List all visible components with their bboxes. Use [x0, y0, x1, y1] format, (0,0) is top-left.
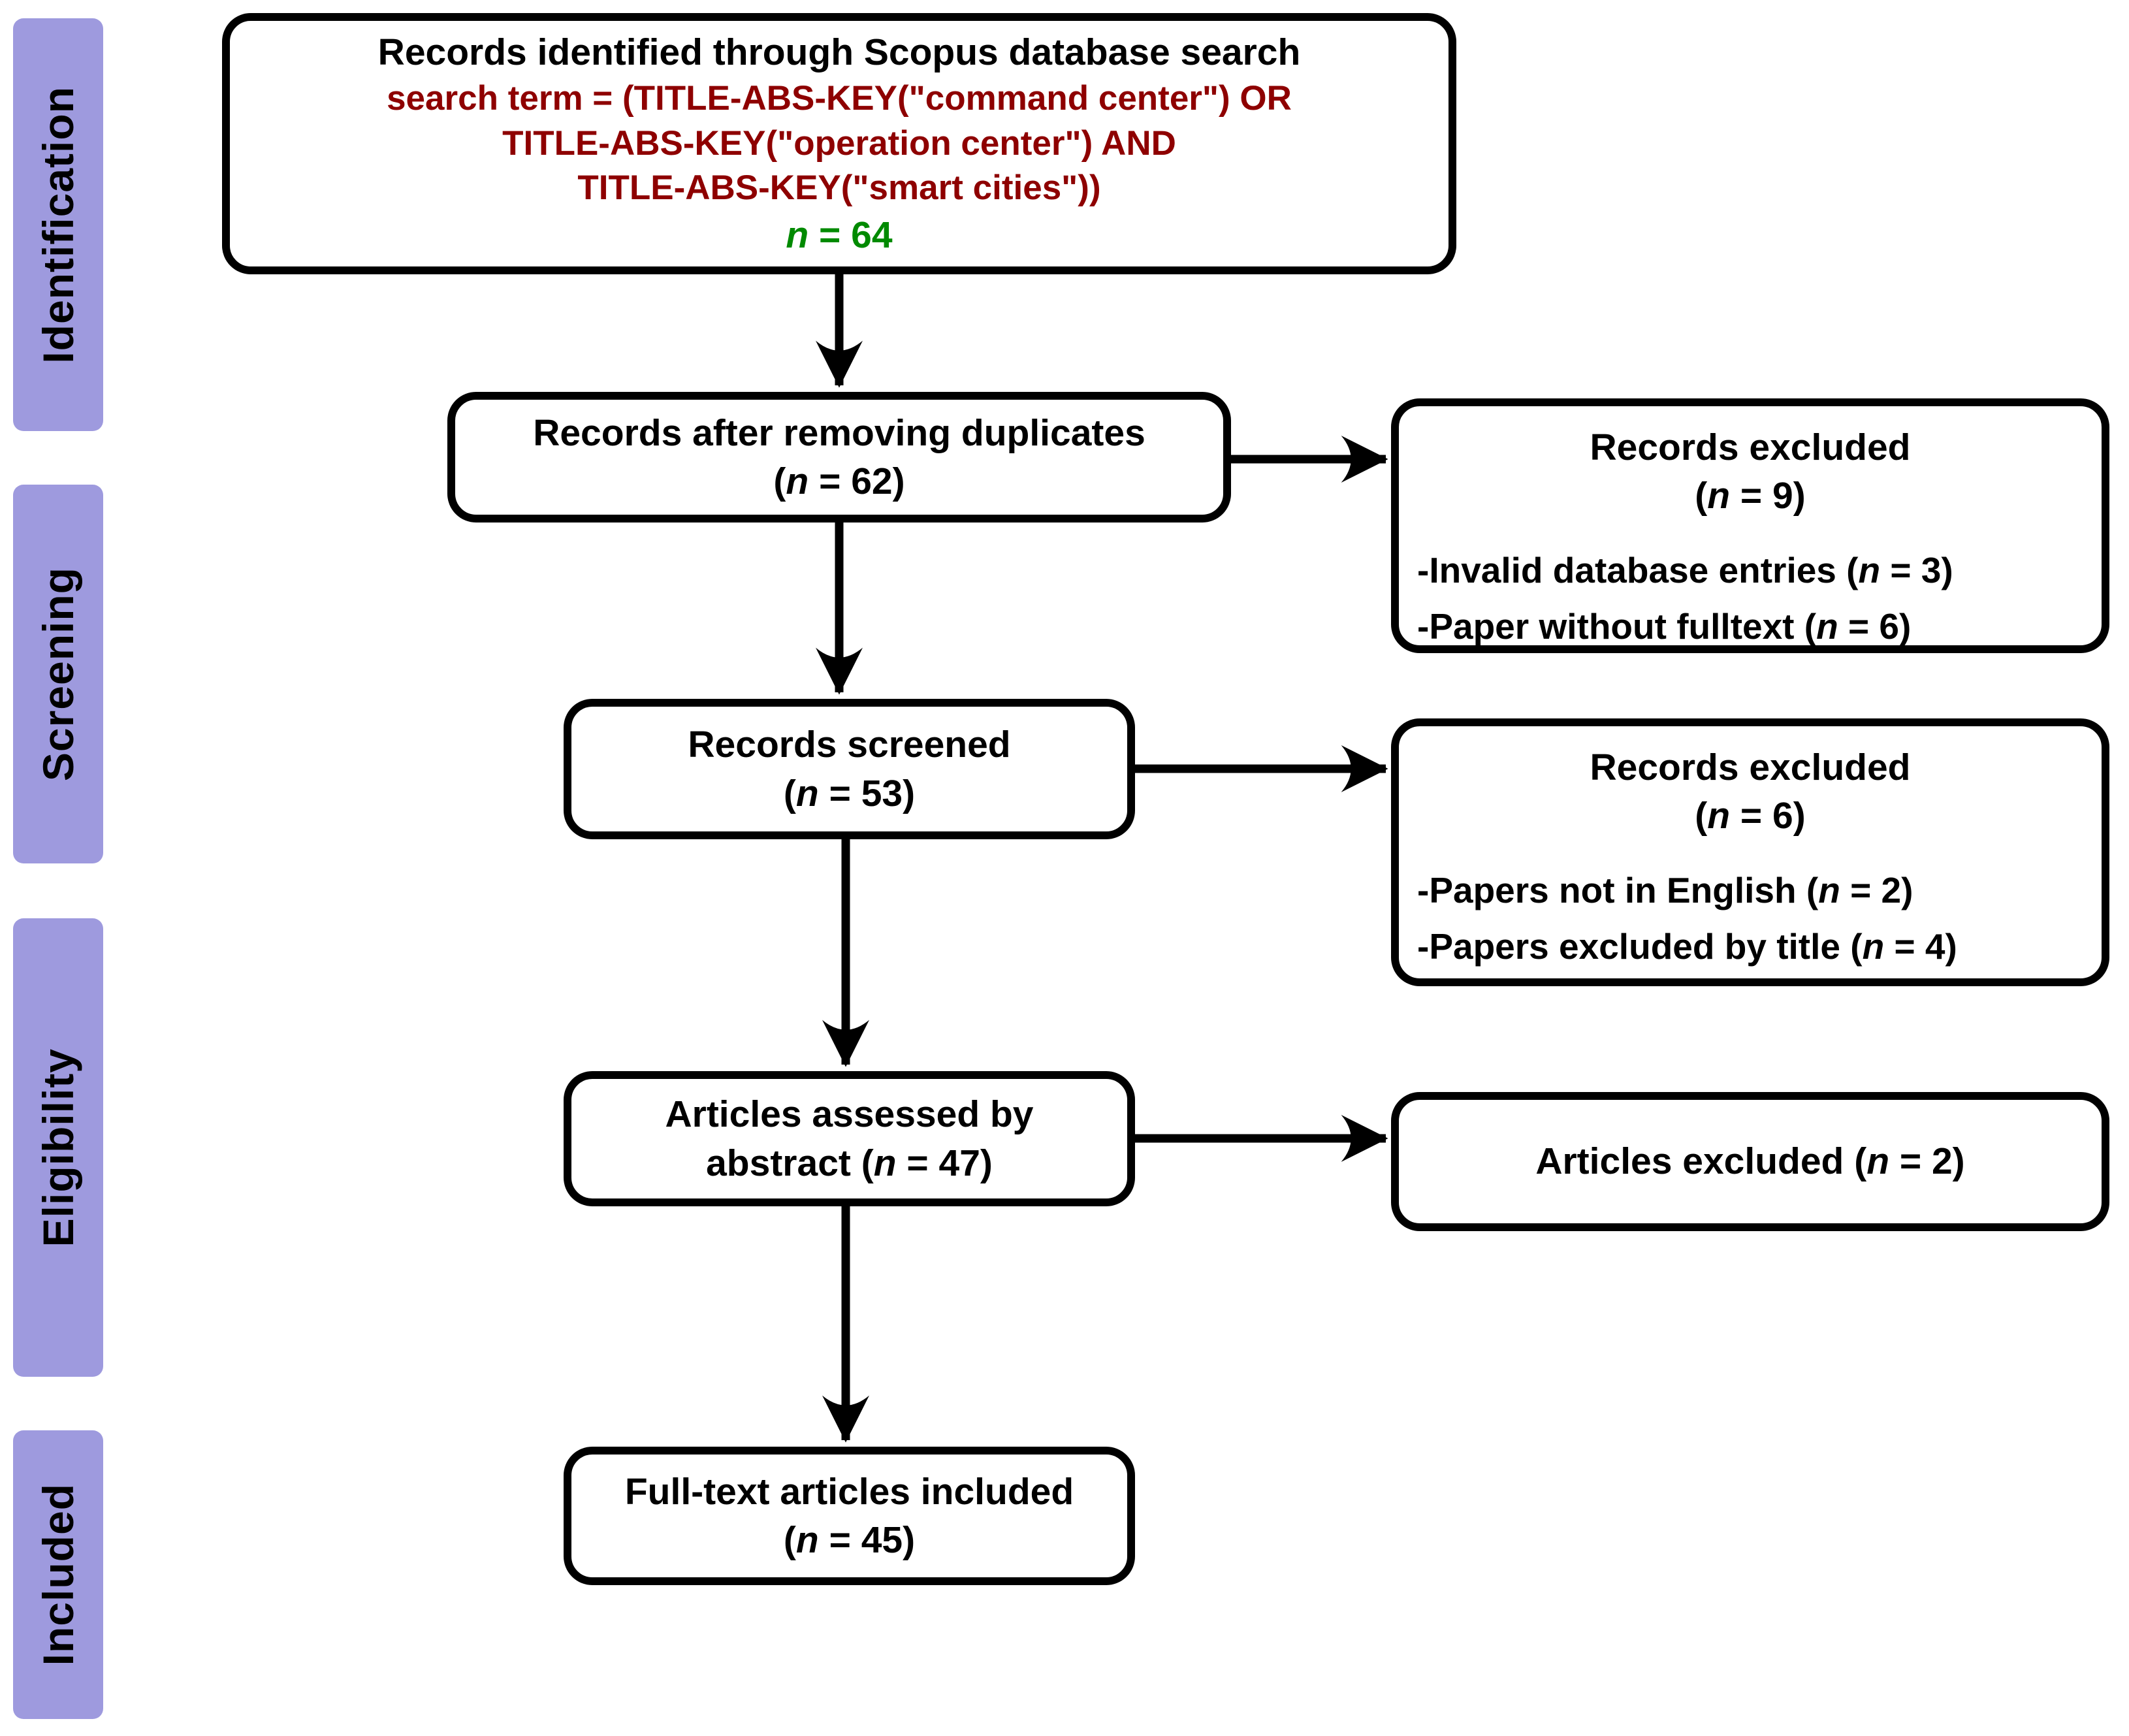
- box-title: Records screened: [688, 724, 1011, 766]
- articles-excluded-box: Articles excluded (n = 2): [1391, 1092, 2109, 1231]
- exclusion-reason: -Paper without fulltext (n = 6): [1412, 605, 2089, 648]
- reason-text: -Paper without fulltext (: [1417, 606, 1817, 647]
- identification-box: Records identified through Scopus databa…: [222, 13, 1456, 274]
- duplicates-removed-box: Records after removing duplicates (n = 6…: [447, 392, 1231, 522]
- count-text: = 53): [818, 772, 916, 814]
- count-text: (: [773, 460, 786, 502]
- record-count: (n = 53): [784, 769, 915, 818]
- box-title: Records identified through Scopus databa…: [377, 31, 1301, 73]
- count-n: n: [795, 772, 819, 814]
- reason-text: -Invalid database entries (: [1417, 550, 1859, 591]
- exclusion-reasons: -Invalid database entries (n = 3) -Paper…: [1412, 549, 2089, 648]
- box-title: Records after removing duplicates: [533, 411, 1145, 454]
- exclusion-title-block: Records excluded (n = 6): [1412, 743, 2089, 840]
- count-text: (: [783, 772, 796, 814]
- exclusion-title-block: Records excluded (n = 9): [1412, 423, 2089, 520]
- count-text: (: [1695, 475, 1708, 517]
- exclusion-reason: -Invalid database entries (n = 3): [1412, 549, 2089, 592]
- count-n: n: [786, 214, 809, 257]
- count-text: = 45): [818, 1519, 916, 1561]
- stage-label-eligibility: Eligibility: [13, 918, 103, 1377]
- record-count: (n = 6): [1412, 792, 2089, 840]
- record-count: n = 64: [786, 211, 892, 259]
- count-n: n: [795, 1519, 819, 1561]
- count-text: (: [1695, 795, 1708, 837]
- count-n: n: [1816, 606, 1838, 647]
- stage-label-text: Eligibility: [34, 1048, 82, 1247]
- count-n: n: [1866, 1140, 1890, 1183]
- records-excluded-box-1: Records excluded (n = 9) -Invalid databa…: [1391, 398, 2109, 653]
- count-text: Articles excluded (: [1535, 1140, 1867, 1183]
- search-term-line: TITLE-ABS-KEY("operation center") AND: [502, 123, 1176, 163]
- count-text: abstract (: [706, 1142, 874, 1184]
- reason-text: -Papers not in English (: [1417, 870, 1819, 911]
- reason-text: = 2): [1840, 870, 1913, 911]
- stage-label-included: Included: [13, 1430, 103, 1719]
- search-term-line: search term = (TITLE-ABS-KEY("command ce…: [387, 78, 1292, 118]
- record-count: (n = 9): [1412, 472, 2089, 520]
- count-text: = 2): [1889, 1140, 1965, 1183]
- reason-text: -Papers excluded by title (: [1417, 926, 1863, 967]
- box-title: Records excluded: [1590, 747, 1911, 788]
- count-n: n: [1707, 795, 1731, 837]
- count-n: n: [1707, 475, 1731, 517]
- count-text: = 47): [896, 1142, 993, 1184]
- record-count: (n = 62): [773, 457, 904, 506]
- count-n: n: [873, 1142, 897, 1184]
- box-title: Articles excluded (n = 2): [1535, 1137, 1964, 1185]
- stage-label-text: Included: [34, 1483, 82, 1666]
- stage-label-text: Identification: [34, 86, 82, 364]
- exclusion-reason: -Papers not in English (n = 2): [1412, 869, 2089, 912]
- count-text: = 62): [808, 460, 905, 502]
- exclusion-reason: -Papers excluded by title (n = 4): [1412, 925, 2089, 968]
- box-title: Records excluded: [1590, 426, 1911, 468]
- fulltext-included-box: Full-text articles included (n = 45): [564, 1447, 1135, 1585]
- reason-text: = 3): [1880, 550, 1953, 591]
- count-text: = 9): [1730, 475, 1806, 517]
- abstract-assessed-box: Articles assessed by abstract (n = 47): [564, 1071, 1135, 1206]
- stage-label-text: Screening: [34, 566, 82, 782]
- stage-label-screening: Screening: [13, 485, 103, 863]
- box-title: Full-text articles included: [624, 1470, 1074, 1513]
- record-count: abstract (n = 47): [706, 1139, 993, 1187]
- count-n: n: [1858, 550, 1881, 591]
- count-text: = 64: [808, 214, 893, 257]
- records-excluded-box-2: Records excluded (n = 6) -Papers not in …: [1391, 718, 2109, 986]
- record-count: (n = 45): [784, 1516, 915, 1564]
- count-n: n: [1818, 870, 1840, 911]
- reason-text: = 6): [1838, 606, 1912, 647]
- exclusion-reasons: -Papers not in English (n = 2) -Papers e…: [1412, 869, 2089, 968]
- box-title: Articles assessed by: [665, 1093, 1034, 1136]
- records-screened-box: Records screened (n = 53): [564, 699, 1135, 839]
- reason-text: = 4): [1884, 926, 1957, 967]
- count-text: (: [783, 1519, 796, 1561]
- count-n: n: [786, 460, 809, 502]
- search-term-line: TITLE-ABS-KEY("smart cities")): [577, 169, 1101, 208]
- stage-label-identification: Identification: [13, 18, 103, 431]
- count-text: = 6): [1730, 795, 1806, 837]
- count-n: n: [1862, 926, 1885, 967]
